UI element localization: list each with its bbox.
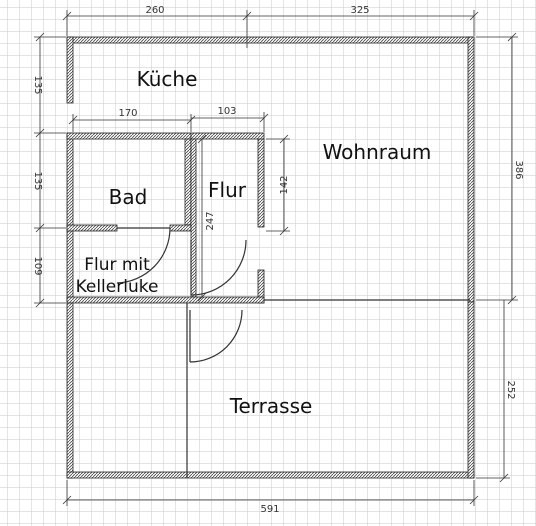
wall-kueche-bad xyxy=(66,132,192,140)
dim-top-left: 260 xyxy=(145,5,164,16)
room-label-kueche: Küche xyxy=(137,67,198,91)
wall-flur-left xyxy=(190,138,197,298)
wall-flur-top xyxy=(190,132,265,140)
door-swing-flur xyxy=(190,239,247,296)
room-label-terrasse: Terrasse xyxy=(229,394,313,418)
wall-bad-bottom xyxy=(66,224,118,232)
door-swing-bad xyxy=(116,227,171,284)
dim-right-terrasse: 252 xyxy=(505,380,516,399)
wall-outer-right xyxy=(467,36,475,303)
wall-bad-bottom-right xyxy=(169,224,192,232)
dim-left-bad: 135 xyxy=(32,171,43,190)
door-swing-terrasse xyxy=(189,309,243,363)
dim-left-flur-keller: 109 xyxy=(32,256,43,275)
wall-outer-left-lower xyxy=(66,132,74,304)
dim-bad-width: 170 xyxy=(118,108,137,119)
room-label-bad: Bad xyxy=(109,185,148,209)
thin-lines xyxy=(186,299,470,478)
wall-outer-top xyxy=(66,36,475,44)
wall-bad-right xyxy=(184,138,192,226)
room-label-wohnraum: Wohnraum xyxy=(323,140,432,164)
dim-top-right: 325 xyxy=(350,5,369,16)
dim-right-wohnraum: 386 xyxy=(513,160,524,179)
dim-flur-height: 142 xyxy=(279,175,290,194)
wall-terrace-right xyxy=(467,301,475,479)
wall-house-bottom xyxy=(66,296,265,304)
dim-door-opening: 247 xyxy=(205,211,216,230)
wall-terrace-bottom xyxy=(66,471,475,479)
room-label-flur: Flur xyxy=(208,178,247,202)
room-label-flur-keller-1: Flur mit xyxy=(84,255,150,275)
dim-flur-width: 103 xyxy=(217,106,236,117)
walls xyxy=(66,36,475,479)
wall-flur-right-upper xyxy=(257,138,265,228)
room-label-flur-keller-2: Kellerluke xyxy=(76,277,159,297)
dimension-lines xyxy=(34,10,518,506)
wall-outer-left-upper xyxy=(66,36,74,104)
doors xyxy=(116,227,247,363)
wall-terrace-left xyxy=(66,302,74,479)
dim-left-kueche: 135 xyxy=(32,75,43,94)
dim-bottom-total: 591 xyxy=(260,504,279,515)
